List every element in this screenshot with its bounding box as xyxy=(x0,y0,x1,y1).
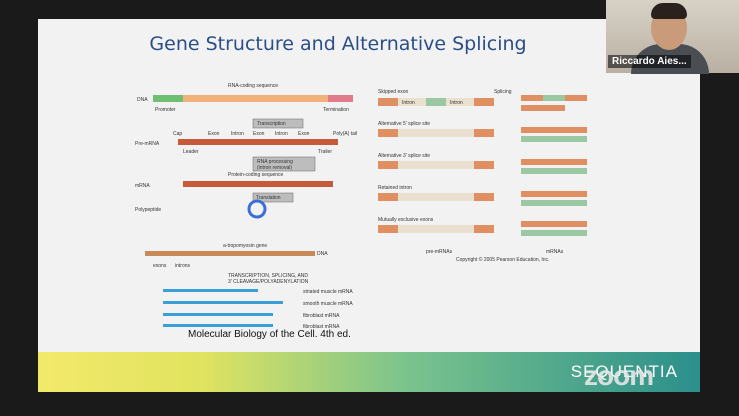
exon-label-2: Exon xyxy=(253,131,265,137)
leader-label: Leader xyxy=(183,149,199,155)
alt-5-label: Alternative 5' splice site xyxy=(378,121,430,127)
mutually-pre xyxy=(378,225,494,233)
exon-label-3: Exon xyxy=(298,131,310,137)
dna-label: DNA xyxy=(137,97,148,103)
slide-footer-band: SEQUENTIA xyxy=(38,352,700,392)
alt-5-pre xyxy=(378,129,494,137)
figure-caption: Molecular Biology of the Cell. 4th ed. xyxy=(188,329,351,340)
promoter-label: Promoter xyxy=(155,107,176,113)
transcript-label-4: fibroblast mRNA xyxy=(303,324,340,330)
intron-b-label: Intron xyxy=(450,100,463,106)
intron-label-1: Intron xyxy=(231,131,244,137)
transcription-label: Transcription xyxy=(257,121,286,127)
gene-label: a-tropomyosin gene xyxy=(223,243,267,249)
alternative-splicing-figure: Splicing Skipped exon Intron Intron Alte… xyxy=(378,89,587,263)
polypeptide-glyph xyxy=(247,199,267,219)
skipped-exon-products xyxy=(521,95,587,111)
mutually-products xyxy=(521,221,587,236)
rna-coding-label: RNA-coding sequence xyxy=(228,83,278,89)
pre-mrna-bar xyxy=(178,139,338,145)
alt-3-products xyxy=(521,159,587,174)
transcript-label-2: smooth muscle mRNA xyxy=(303,301,353,307)
intron-a-label: Intron xyxy=(402,100,415,106)
pre-mrna-label: Pre-mRNA xyxy=(135,141,160,147)
intron-removal-label: (intron removal) xyxy=(257,165,292,171)
copyright-label: Copyright © 2005 Pearson Education, Inc. xyxy=(456,256,549,263)
pre-mrnas-label: pre-mRNAs xyxy=(426,249,453,255)
cap-label: Cap xyxy=(173,131,182,137)
alt-5-products xyxy=(521,127,587,142)
transcript-row-2: smooth muscle mRNA xyxy=(163,301,353,307)
alt-3-label: Alternative 3' splice site xyxy=(378,153,430,159)
transcript-row-4: fibroblast mRNA xyxy=(163,324,340,330)
transcription-box xyxy=(252,118,304,129)
participant-hair xyxy=(651,3,687,19)
polypeptide-label: Polypeptide xyxy=(135,207,161,213)
rna-processing-box xyxy=(252,156,316,172)
splicing-column-label: Splicing xyxy=(494,89,512,95)
promoter-region xyxy=(153,95,183,102)
polya-label: Poly(A) tail xyxy=(333,131,357,137)
exon-label-1: Exon xyxy=(208,131,220,137)
processing-line-1: TRANSCRIPTION, SPLICING, AND xyxy=(228,273,308,279)
skipped-exon-label: Skipped exon xyxy=(378,89,409,95)
exons-label: exons xyxy=(153,263,167,269)
participant-video-tile[interactable]: Riccardo Aies... xyxy=(606,0,739,74)
transcript-label-3: fibroblast mRNA xyxy=(303,313,340,319)
termination-label: Termination xyxy=(323,107,349,113)
translation-label: Translation xyxy=(256,195,281,201)
presentation-slide: Gene Structure and Alternative Splicing … xyxy=(38,19,700,392)
participant-name-tag: Riccardo Aies... xyxy=(608,55,691,68)
gene-structure-figure: RNA-coding sequence DNA Promoter Termina… xyxy=(135,83,357,330)
mutually-exclusive-label: Mutually exclusive exons xyxy=(378,217,434,223)
retained-intron-label: Retained intron xyxy=(378,185,412,191)
trailer-label: Trailer xyxy=(318,149,332,155)
dna-short-label: DNA xyxy=(317,251,328,257)
mrna-bar xyxy=(183,181,333,187)
protein-coding-label: Protein-coding sequence xyxy=(228,172,284,178)
alt-3-pre xyxy=(378,161,494,169)
skipped-exon-pre: Intron Intron xyxy=(378,98,494,106)
transcript-row-1: striated muscle mRNA xyxy=(163,289,353,295)
retained-products xyxy=(521,191,587,206)
dna-bar xyxy=(153,95,353,102)
transcript-row-3: fibroblast mRNA xyxy=(163,313,340,319)
intron-label-2: Intron xyxy=(275,131,288,137)
mrnas-label: mRNAs xyxy=(546,249,564,255)
retained-pre xyxy=(378,193,494,201)
rna-processing-label: RNA processing xyxy=(257,159,293,165)
transcript-label-1: striated muscle mRNA xyxy=(303,289,353,295)
translation-box xyxy=(252,192,294,203)
sequentia-logo: SEQUENTIA xyxy=(570,362,678,381)
slide-title: Gene Structure and Alternative Splicing xyxy=(149,33,527,55)
zoom-watermark: zoom xyxy=(584,360,654,391)
terminator-region xyxy=(328,95,353,102)
gene-bar xyxy=(145,251,315,256)
processing-line-2: 3' CLEAVAGE/POLYADENYLATION xyxy=(228,279,309,285)
introns-label: introns xyxy=(175,263,191,269)
mrna-label: mRNA xyxy=(135,183,150,189)
